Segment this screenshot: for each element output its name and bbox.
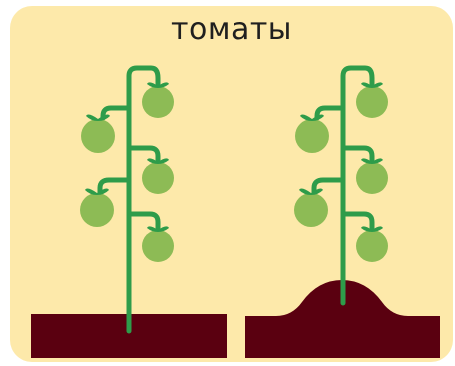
tomato xyxy=(295,115,329,153)
tomato xyxy=(356,82,388,118)
tomato xyxy=(81,115,115,153)
plant-mounded-soil xyxy=(245,68,440,358)
tomato xyxy=(356,158,388,194)
branch-right-2 xyxy=(343,214,372,228)
tomato xyxy=(356,226,388,262)
tomato xyxy=(294,189,328,227)
tomato xyxy=(80,189,114,227)
tomato xyxy=(142,158,174,194)
tomato xyxy=(142,82,174,118)
branch-right-1 xyxy=(343,148,372,160)
plant-flat-soil xyxy=(31,68,227,358)
branch-right-1 xyxy=(129,148,158,160)
tomato xyxy=(142,226,174,262)
branch-right-2 xyxy=(129,214,158,228)
